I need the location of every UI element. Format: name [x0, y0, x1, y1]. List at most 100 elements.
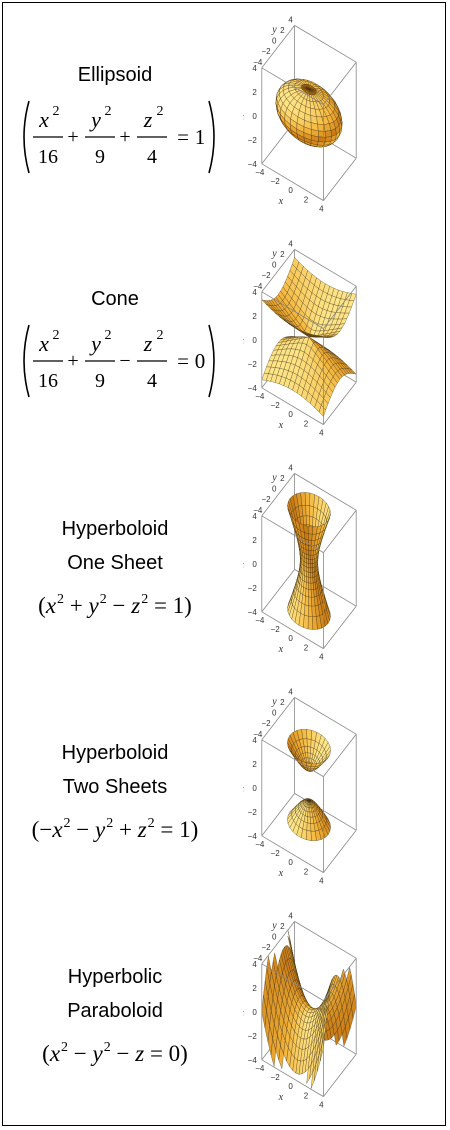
term-variable: x	[38, 331, 49, 356]
y-tick-label: 4	[288, 911, 293, 920]
term-sign: −	[119, 350, 130, 372]
bounding-box-edge	[323, 285, 357, 329]
term-variable: z	[143, 107, 153, 132]
equation-hyperboloid-two: (−x2 − y2 + z2 = 1)	[3, 809, 227, 845]
y-tick-label: 4	[288, 239, 293, 248]
x-tick-label: 4	[319, 205, 324, 214]
plot-hyperboloid-two: −4−4−4−2−2−2000222444xyz	[243, 687, 357, 886]
surface-name-line-2: Paraboloid	[67, 1000, 163, 1022]
x-axis-label: x	[278, 196, 284, 207]
surface-patch	[304, 595, 309, 607]
x-tick-label: −2	[271, 625, 281, 634]
bounding-box-edge	[323, 829, 357, 873]
x-tick-label: 0	[288, 858, 293, 867]
plot-hyperboloid-one: −4−4−4−2−2−2000222444xyz	[243, 463, 357, 662]
y-tick-label: 0	[272, 485, 277, 494]
surface-patch	[317, 141, 326, 146]
surface-patch	[270, 1038, 276, 1067]
bounding-box-edge	[261, 515, 324, 553]
operator: +	[64, 593, 89, 618]
bounding-box-edge	[261, 473, 295, 517]
x-tick-label: −4	[255, 1064, 265, 1073]
term-exponent: 2	[157, 104, 164, 119]
bounding-box-edge	[261, 291, 324, 329]
x-tick-label: 0	[288, 186, 293, 195]
term-denominator: 9	[95, 370, 105, 392]
z-axis-label: z	[243, 1008, 244, 1019]
exponent: 2	[57, 592, 65, 607]
y-tick-label: 2	[280, 698, 285, 707]
y-tick-label: 2	[280, 922, 285, 931]
exponent: 2	[141, 592, 149, 607]
surface-patch	[303, 614, 309, 630]
surface-patch	[306, 562, 309, 569]
operator: −	[106, 593, 132, 618]
x-tick-label: 4	[319, 653, 324, 662]
variable: x	[52, 817, 63, 842]
x-tick-label: 2	[304, 867, 309, 876]
z-tick-label: −4	[248, 384, 258, 393]
z-tick-label: −4	[248, 832, 258, 841]
exponent: 2	[106, 816, 114, 831]
term-exponent: 2	[157, 328, 164, 343]
operator: (	[42, 1041, 50, 1066]
z-tick-label: −4	[248, 608, 258, 617]
z-axis-label: z	[243, 784, 244, 795]
surface-name-line-1: Hyperbolic	[67, 966, 163, 988]
bounding-box-edge	[261, 697, 295, 741]
y-axis-label: y	[271, 697, 277, 708]
y-tick-label: −4	[253, 282, 263, 291]
bounding-box-edge	[294, 25, 357, 63]
x-tick-label: −2	[271, 849, 281, 858]
surface-patch	[312, 616, 318, 630]
surface-name-line-1: Hyperboloid	[61, 518, 169, 540]
x-tick-label: −2	[271, 1073, 281, 1082]
surface-patch	[308, 572, 311, 578]
z-tick-label: 4	[252, 288, 257, 297]
z-tick-label: 0	[252, 112, 257, 121]
operator: −	[68, 1041, 93, 1066]
z-tick-label: −4	[248, 160, 258, 169]
x-tick-label: −2	[271, 177, 281, 186]
surface-patch	[308, 533, 313, 541]
z-tick-label: −2	[248, 360, 258, 369]
paren-left	[23, 100, 30, 174]
y-tick-label: 0	[272, 37, 277, 46]
surface-patch	[306, 822, 312, 832]
z-tick-label: 0	[252, 560, 257, 569]
y-tick-label: 4	[288, 15, 293, 24]
term-exponent: 2	[53, 328, 60, 343]
term-exponent: 2	[53, 104, 60, 119]
x-axis-label: x	[278, 868, 284, 879]
x-tick-label: 4	[319, 429, 324, 438]
variable: x	[49, 1041, 61, 1066]
equals-sign: =	[177, 125, 189, 149]
term-denominator: 16	[38, 370, 58, 392]
bounding-box-edge	[323, 157, 357, 201]
x-tick-label: −4	[255, 840, 265, 849]
surface-patch	[310, 582, 314, 590]
equation-rhs: 0	[195, 349, 206, 373]
surface-patch	[310, 831, 317, 841]
surface-patch	[308, 567, 311, 573]
exponent: 2	[63, 816, 71, 831]
y-axis-label: y	[271, 921, 277, 932]
row-hyperboloid-two: Hyperboloid Two Sheets (−x2 − y2 + z2 = …	[3, 675, 447, 899]
x-tick-label: 2	[304, 419, 309, 428]
surface-name: Ellipsoid	[77, 64, 153, 86]
surface-patch	[278, 1045, 284, 1069]
surface-patch	[310, 550, 314, 556]
z-tick-label: −2	[248, 1032, 258, 1041]
z-tick-label: 2	[252, 312, 257, 321]
surface-patch	[346, 967, 352, 988]
surface-patch	[305, 588, 309, 598]
z-tick-label: 0	[252, 784, 257, 793]
bounding-box-edge	[323, 509, 357, 553]
z-axis-label: z	[243, 336, 244, 347]
y-tick-label: 2	[280, 26, 285, 35]
term-denominator: 9	[95, 146, 105, 168]
